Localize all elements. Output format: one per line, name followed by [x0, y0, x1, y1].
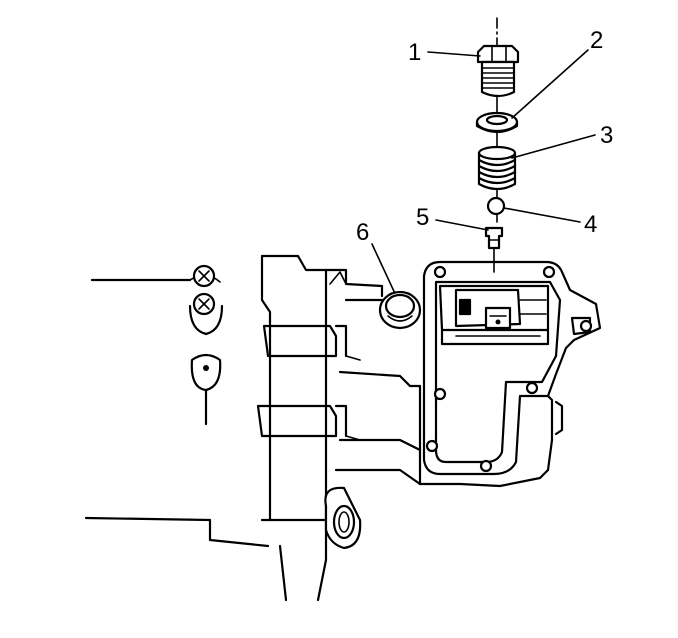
- leader-lines: [371, 49, 596, 301]
- callout-2: 2: [590, 27, 603, 54]
- shift-mechanism: [438, 284, 550, 346]
- assembly-axis: [493, 17, 498, 273]
- plug-bolt-part: [476, 44, 520, 98]
- transmission-housing: [84, 254, 554, 602]
- callout-3: 3: [600, 122, 613, 149]
- cover-gasket: [422, 260, 602, 476]
- housing-bolt-middle: [188, 292, 224, 336]
- callout-1: 1: [408, 39, 421, 66]
- plunger-pin-part: [484, 226, 504, 250]
- side-detail: [329, 271, 564, 436]
- callout-4: 4: [584, 211, 597, 238]
- callout-6: 6: [356, 219, 369, 246]
- check-ball-part: [486, 196, 506, 216]
- spring-part: [477, 145, 517, 191]
- callout-5: 5: [416, 204, 429, 231]
- washer-part: [475, 111, 519, 134]
- housing-bolt-upper: [192, 264, 216, 288]
- housing-boss-lower: [190, 353, 222, 392]
- housing-plug-part: [378, 290, 422, 330]
